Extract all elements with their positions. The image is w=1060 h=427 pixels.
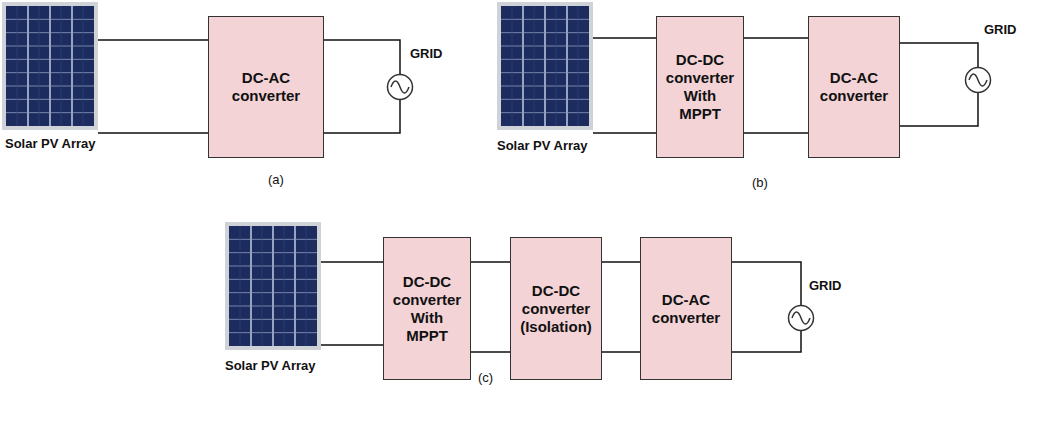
wire-pair <box>98 40 208 133</box>
subfigure-label: (c) <box>478 370 493 385</box>
grid-source: GRID <box>787 304 815 332</box>
grid-source: GRID <box>386 73 414 101</box>
box-label: DC-DC converter (Isolation) <box>515 282 597 336</box>
wire-pair <box>732 262 801 352</box>
pv-panel-picture <box>497 2 593 130</box>
wire-pair <box>471 262 510 352</box>
pv-array: Solar PV Array <box>2 2 98 130</box>
grid-label: GRID <box>984 22 1017 37</box>
box-label: DC-DC converter With MPPT <box>388 273 466 345</box>
box-label: DC-DC converter With MPPT <box>661 51 739 123</box>
wire-pair <box>602 262 640 352</box>
ac-source-symbol <box>787 304 815 332</box>
array-label: Solar PV Array <box>497 138 588 153</box>
pv-panel-picture <box>225 222 321 350</box>
converter-box: DC-DC converter With MPPT <box>383 237 471 380</box>
wire-pair <box>744 38 808 133</box>
ac-source-symbol <box>386 73 414 101</box>
pv-array: Solar PV Array <box>497 2 593 130</box>
box-label: DC-AC converter <box>645 291 727 327</box>
box-label: DC-AC converter <box>813 69 895 105</box>
grid-source: GRID <box>964 66 992 94</box>
grid-label: GRID <box>809 278 842 293</box>
converter-box: DC-DC converter (Isolation) <box>510 237 602 380</box>
box-label: DC-AC converter <box>213 69 319 105</box>
wire-pair <box>593 38 656 133</box>
array-label: Solar PV Array <box>225 358 316 373</box>
grid-label: GRID <box>410 46 443 61</box>
converter-box: DC-DC converter With MPPT <box>656 16 744 158</box>
converter-box: DC-AC converter <box>808 16 900 158</box>
wire-pair <box>321 262 383 345</box>
pv-array: Solar PV Array <box>225 222 321 350</box>
ac-source-symbol <box>964 66 992 94</box>
subfigure-label: (a) <box>268 172 284 187</box>
converter-box: DC-AC converter <box>640 237 732 380</box>
array-label: Solar PV Array <box>5 136 96 151</box>
subfigure-label: (b) <box>752 175 768 190</box>
pv-panel-picture <box>2 2 98 130</box>
converter-box: DC-AC converter <box>208 16 324 158</box>
